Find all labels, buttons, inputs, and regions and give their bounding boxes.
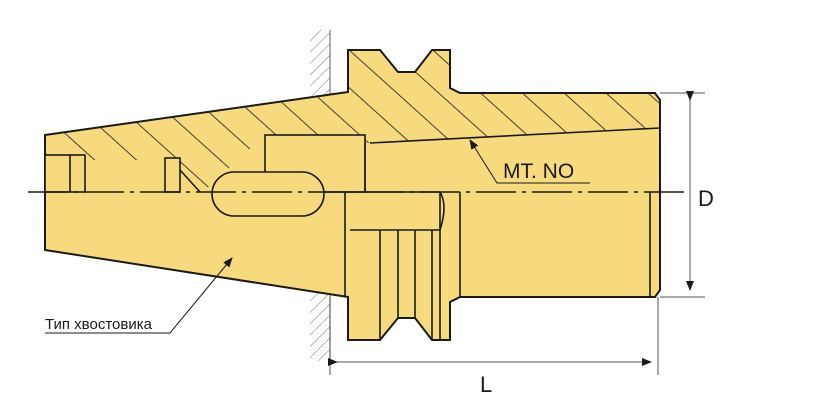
section-hatch	[45, 50, 660, 192]
shank-type-label: Тип хвостовика	[45, 316, 153, 333]
dimension-d-label: D	[698, 186, 714, 211]
dimension-d	[660, 91, 705, 298]
dimension-l	[328, 297, 659, 375]
dimension-l-label: L	[480, 372, 492, 397]
shank-leader	[45, 257, 233, 334]
mt-leader	[469, 139, 590, 184]
mt-no-label: MT. NO	[503, 160, 574, 183]
